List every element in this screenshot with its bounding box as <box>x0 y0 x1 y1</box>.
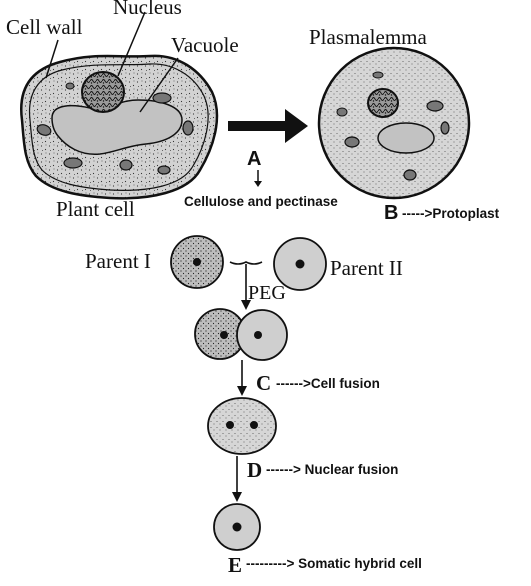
parent-2-protoplast <box>273 237 327 291</box>
step-c-letter: C <box>256 371 271 395</box>
step-c-text: ------>Cell fusion <box>276 376 380 391</box>
step-e-text: ---------> Somatic hybrid cell <box>246 556 422 571</box>
plasmalemma-label: Plasmalemma <box>309 25 427 49</box>
protoplast-vacuole <box>377 122 435 154</box>
chloroplast <box>119 159 133 171</box>
fusing-protoplasts <box>194 308 288 361</box>
plasma-membrane <box>28 63 209 191</box>
step-b-letter: B <box>384 202 398 224</box>
chloroplast <box>36 124 52 136</box>
peg-label: PEG <box>248 282 286 304</box>
peg-arrowhead <box>241 300 251 310</box>
step-b-text: ----->Protoplast <box>402 206 500 221</box>
step-a-text: Cellulose and pectinase <box>184 194 338 209</box>
parent-2-label: Parent II <box>330 256 403 280</box>
step-a-arrowhead <box>254 181 262 187</box>
chloroplast <box>426 100 444 112</box>
plant-cell-label: Plant cell <box>56 197 135 221</box>
nucleus-label: Nucleus <box>113 0 182 19</box>
fusion-arrowhead <box>237 386 247 396</box>
step-d-text: ------> Nuclear fusion <box>266 462 398 477</box>
chloroplast <box>182 120 194 136</box>
heterokaryon <box>207 397 277 455</box>
step-a-letter: A <box>247 148 261 170</box>
treatment-arrow <box>228 109 308 143</box>
cell-wall-label: Cell wall <box>6 15 83 39</box>
plant-cell <box>20 54 219 200</box>
protoplast <box>317 46 471 200</box>
nuclear-fusion-arrowhead <box>232 492 242 502</box>
parent-1-protoplast <box>170 235 224 289</box>
cell-wall-pointer <box>45 39 59 79</box>
nucleus-pointer <box>117 11 146 77</box>
chloroplast <box>372 71 384 79</box>
vacuole-label: Vacuole <box>171 33 239 57</box>
merge-bracket <box>229 261 263 265</box>
chloroplast <box>63 157 83 169</box>
chloroplast <box>336 107 348 117</box>
chloroplast <box>344 136 360 148</box>
protoplast-membrane <box>317 46 471 200</box>
nucleus <box>81 71 125 113</box>
chloroplast <box>440 121 450 135</box>
parent-1-label: Parent I <box>85 249 151 273</box>
chloroplast <box>152 92 172 104</box>
chloroplast <box>403 169 417 181</box>
step-d-letter: D <box>247 458 262 482</box>
somatic-hybrid-cell <box>213 503 261 551</box>
chloroplast <box>157 165 171 175</box>
step-e-letter: E <box>228 553 242 577</box>
vacuole-pointer <box>139 57 179 113</box>
chloroplast <box>65 82 75 90</box>
protoplast-nucleus <box>367 88 399 118</box>
